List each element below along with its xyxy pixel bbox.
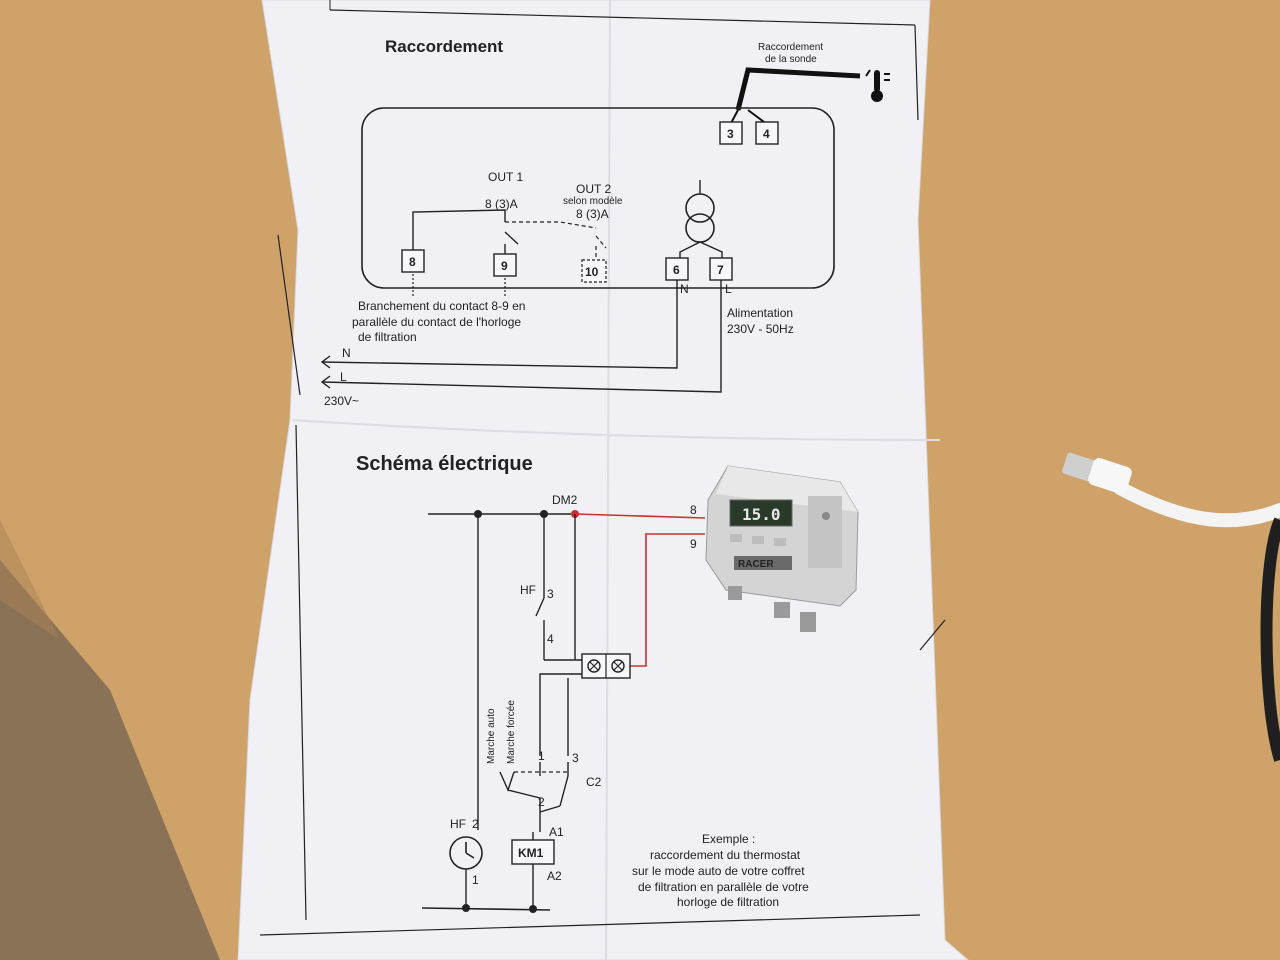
c2-pin1: 1 [538, 749, 545, 763]
device-side-grip [808, 496, 842, 568]
thermometer-icon [865, 69, 890, 102]
c2-pin3: 3 [572, 751, 579, 765]
terminal-block [581, 653, 631, 679]
paper-sheet [237, 0, 969, 960]
power-label-2: 230V - 50Hz [727, 322, 794, 336]
terminal-3: 3 [719, 121, 743, 145]
contact-note-1: Branchement du contact 8-9 en [358, 299, 525, 313]
probe-label-2: de la sonde [765, 54, 817, 65]
hf-contact-blade [535, 597, 545, 617]
terminal-10-label: 10 [585, 265, 599, 279]
example-line-5: horloge de filtration [677, 895, 779, 909]
frame-top [329, 9, 916, 26]
table-grain [0, 520, 60, 640]
probe-cable [735, 67, 861, 111]
out2-label: OUT 2 [576, 182, 611, 196]
red-wire-9 [628, 533, 705, 667]
hf-pin3: 3 [547, 587, 554, 601]
clock-pin2: 2 [472, 817, 479, 831]
frame-left [277, 234, 301, 396]
wire-line [321, 280, 722, 393]
terminal-7: 7 [709, 257, 733, 281]
clock-hf: HF [450, 817, 466, 831]
example-line-4: de filtration en parallèle de votre [638, 880, 809, 894]
controller-outline [361, 107, 835, 289]
terminal-9-label: 9 [501, 259, 508, 273]
out2-sub: selon modèle [563, 196, 623, 207]
section2-title: Schéma électrique [356, 453, 533, 475]
terminal-9: 9 [493, 253, 517, 277]
marche-auto: Marche auto [486, 708, 497, 764]
km1-a2: A2 [547, 869, 562, 883]
bus-bottom [421, 907, 551, 911]
device-display [729, 499, 793, 527]
line-mark: L [725, 282, 732, 296]
wire9-label: 9 [690, 537, 697, 551]
out2-rating: 8 (3)A [576, 207, 609, 221]
fold-line-vertical [605, 0, 611, 960]
clock-pin1: 1 [472, 873, 479, 887]
selector-switch [499, 771, 541, 806]
terminal-3-label: 3 [727, 127, 734, 141]
terminal-7-label: 7 [717, 263, 724, 277]
marche-forcee: Marche forcée [506, 700, 517, 764]
terminal-6: 6 [665, 257, 689, 281]
neutral-mark: N [680, 282, 689, 296]
red-wire-8 [574, 513, 706, 519]
table-shadow [0, 560, 220, 960]
c2-feeds [539, 673, 582, 756]
device-button-2 [752, 536, 764, 544]
device-brand-plate [734, 556, 792, 570]
km1-coil: KM1 [511, 839, 555, 865]
dm2-label: DM2 [552, 493, 578, 507]
terminal-4: 4 [755, 121, 779, 145]
wire8-label: 8 [690, 503, 697, 517]
terminal-8-label: 8 [409, 255, 416, 269]
terminal-4-label: 4 [763, 127, 770, 141]
node-bottom-2 [529, 905, 537, 913]
device-button-1 [730, 534, 742, 542]
charging-cable [1062, 452, 1280, 762]
thermostat-device: 15.0 RACER [705, 465, 859, 632]
probe-label-1: Raccordement [758, 42, 823, 53]
device-brand: RACER [738, 559, 774, 570]
frame-left-lower [295, 424, 307, 921]
km1-a1: A1 [549, 825, 564, 839]
wire-neutral [321, 280, 678, 369]
device-button-3 [774, 538, 786, 546]
section1-title: Raccordement [385, 37, 503, 56]
example-line-3: sur le mode auto de votre coffret [632, 864, 805, 878]
terminal-10: 10 [581, 259, 607, 283]
cable-glands [728, 586, 816, 632]
mains-arrows [320, 355, 331, 389]
example-line-1: Exemple : [702, 832, 755, 846]
km1-label: KM1 [518, 846, 544, 860]
frame-right [914, 24, 919, 121]
contact-note-3: de filtration [358, 330, 417, 344]
c2-output [539, 805, 561, 832]
terminal-6-label: 6 [673, 263, 680, 277]
power-label-1: Alimentation [727, 306, 793, 320]
fold-line-horizontal [291, 419, 941, 441]
mains-voltage: 230V~ [324, 394, 359, 408]
hf-label: HF [520, 583, 536, 597]
frame-bottom [259, 914, 921, 936]
node-bottom-1 [462, 904, 470, 912]
example-line-2: raccordement du thermostat [650, 848, 801, 862]
c2-blade [559, 775, 569, 807]
out1-label: OUT 1 [488, 170, 523, 184]
frame-tick [919, 619, 946, 651]
out1-rating: 8 (3)A [485, 197, 518, 211]
hf-pin4: 4 [547, 632, 554, 646]
c2-label: C2 [586, 775, 602, 789]
out2-contact [505, 221, 607, 262]
mains-n: N [342, 346, 351, 360]
terminal-8: 8 [401, 249, 425, 273]
contact-note-2: parallèle du contact de l'horloge [352, 315, 521, 329]
device-display-value: 15.0 [742, 505, 781, 524]
device-screw [822, 512, 830, 520]
c2-pin2: 2 [538, 795, 545, 809]
mains-l: L [340, 370, 347, 384]
